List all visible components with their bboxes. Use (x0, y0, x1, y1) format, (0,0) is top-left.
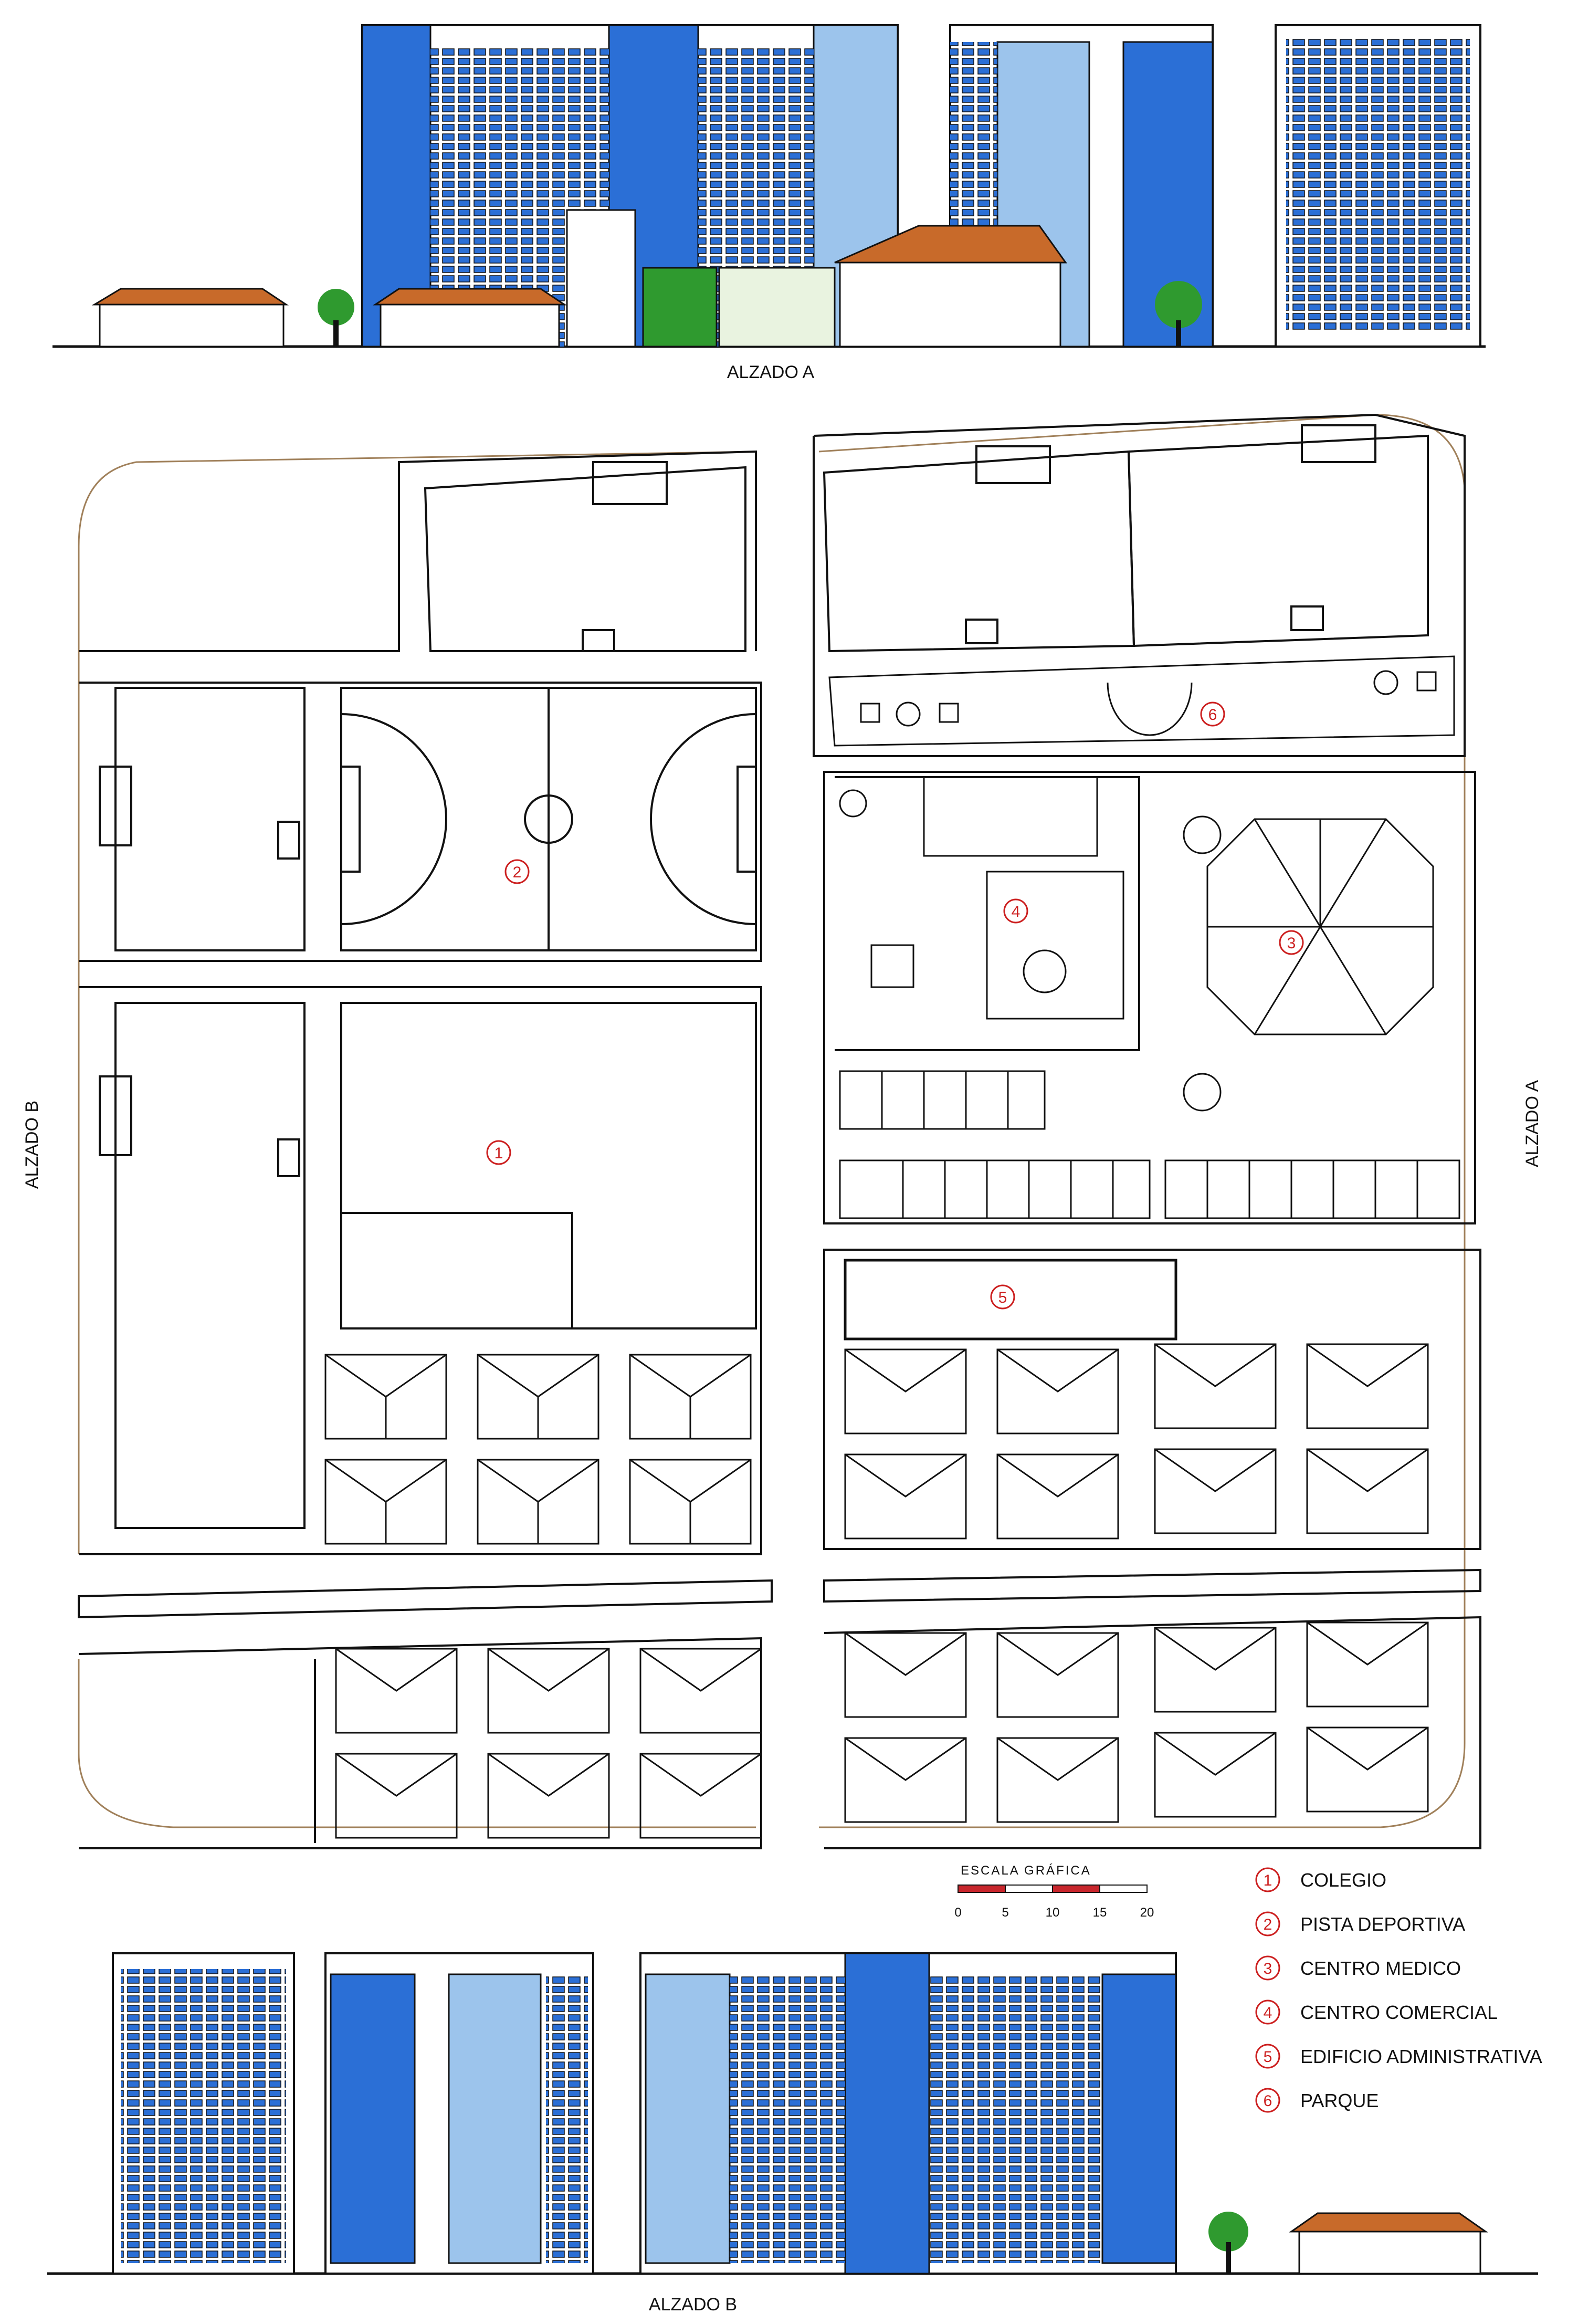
legend-number: 6 (1264, 2092, 1272, 2110)
zone-marker-number: 3 (1287, 935, 1296, 952)
scale-tick: 20 (1140, 1906, 1154, 1920)
elevation-b-side-label: ALZADO B (22, 1101, 42, 1189)
legend-number: 5 (1264, 2048, 1272, 2066)
block-sports (79, 682, 762, 962)
legend-label: PISTA DEPORTIVA (1300, 1913, 1465, 1935)
block-bottom-left (78, 1637, 762, 1849)
houses-left-mid (324, 1354, 752, 1545)
legend-label: CENTRO COMERCIAL (1300, 2002, 1498, 2023)
legend-label: EDIFICIO ADMINISTRATIVA (1300, 2046, 1542, 2067)
elev-a-trees (318, 281, 1202, 347)
legend-item-2: 2 PISTA DEPORTIVA (1255, 1911, 1465, 1936)
block-centros (823, 771, 1476, 1224)
scale-tick: 15 (1093, 1906, 1107, 1920)
scale-segment (1099, 1885, 1148, 1893)
scale-segment (1052, 1885, 1100, 1893)
elev-b-tower-left (112, 1952, 295, 2275)
zone-marker-number: 1 (495, 1145, 503, 1162)
centro-comercial-building (986, 871, 1124, 1020)
elev-a-lobby (566, 209, 836, 348)
elev-b-tower-mid (324, 1952, 594, 2275)
zone-marker-4: 4 (1003, 898, 1028, 924)
zone-marker-number: 6 (1208, 706, 1217, 724)
site-plan (78, 413, 1481, 1849)
elev-a-houses (91, 225, 1067, 348)
elevation-a: ALZADO A (52, 24, 1486, 382)
legend-item-3: 3 CENTRO MEDICO (1255, 1955, 1461, 1981)
legend-label: CENTRO MEDICO (1300, 1957, 1461, 1979)
elev-b-tower-right (639, 1952, 1177, 2275)
elevation-a-label: ALZADO A (727, 362, 815, 382)
legend-item-5: 5 EDIFICIO ADMINISTRATIVA (1255, 2044, 1542, 2069)
legend: 1 COLEGIO 2 PISTA DEPORTIVA 3 CENTRO MEDICO 4 C… (1255, 1867, 1542, 2113)
elevation-a-side-label: ALZADO A (1522, 1080, 1542, 1168)
scale-title: ESCALA GRÁFICA (961, 1864, 1091, 1878)
zone-marker-3: 3 (1279, 930, 1304, 955)
legend-label: PARQUE (1300, 2090, 1379, 2111)
zone-marker-1: 1 (486, 1140, 511, 1165)
legend-item-4: 4 CENTRO COMERCIAL (1255, 2000, 1498, 2025)
block-top-right (813, 413, 1466, 757)
centro-medico-building (1206, 818, 1434, 1035)
elevation-b-label: ALZADO B (649, 2295, 737, 2315)
zone-marker-5: 5 (990, 1284, 1015, 1310)
legend-number: 3 (1264, 1960, 1272, 1977)
edificio-administrativa-building (844, 1259, 1177, 1341)
block-bottom-right (824, 1616, 1481, 1849)
legend-label: COLEGIO (1300, 1869, 1386, 1891)
scale-tick: 0 (954, 1906, 961, 1920)
legend-number: 2 (1264, 1916, 1272, 1933)
zone-marker-2: 2 (504, 859, 530, 884)
zone-marker-number: 2 (513, 864, 522, 881)
scale-tick: 5 (1002, 1906, 1008, 1920)
legend-item-6: 6 PARQUE (1255, 2088, 1379, 2113)
zone-marker-6: 6 (1200, 702, 1225, 727)
elev-b-tree (1208, 2212, 1248, 2274)
graphic-scale: ESCALA GRÁFICA 0 5 10 15 20 (954, 1864, 1154, 1920)
legend-item-1: 1 COLEGIO (1255, 1867, 1386, 1892)
elevation-b: ALZADO B (47, 1952, 1538, 2315)
scale-segment (958, 1885, 1006, 1893)
elev-a-tower-right (1275, 24, 1481, 348)
scale-segment (1005, 1885, 1053, 1893)
scale-tick: 10 (1046, 1906, 1060, 1920)
colegio-building (340, 1002, 757, 1330)
legend-number: 4 (1264, 2004, 1272, 2022)
block-colegio (79, 986, 762, 1555)
zone-markers: 1 2 3 4 5 6 (486, 702, 1304, 1310)
legend-number: 1 (1264, 1872, 1272, 1889)
block-admin (823, 1249, 1481, 1550)
zone-marker-number: 5 (998, 1289, 1007, 1306)
elev-b-house (1289, 2212, 1488, 2275)
zone-marker-number: 4 (1012, 903, 1021, 920)
block-top-left (79, 450, 757, 652)
